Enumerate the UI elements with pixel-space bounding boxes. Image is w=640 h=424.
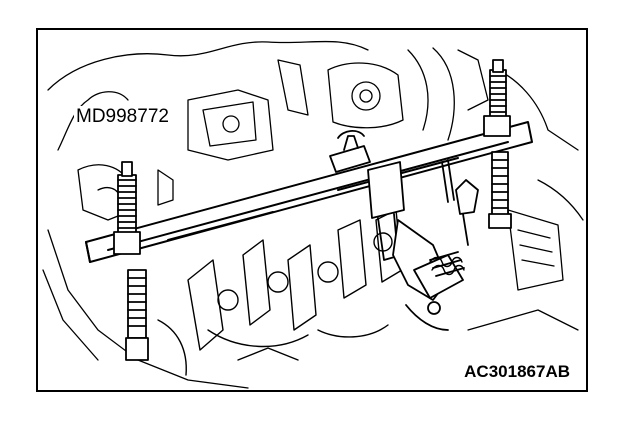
tool-part-number-label: MD998772	[74, 106, 171, 128]
compressor-jaw-assembly	[392, 159, 479, 331]
engine-valve-spring-compressor-illustration	[42, 40, 584, 389]
compressor-bar	[85, 121, 533, 263]
slider-block	[329, 130, 405, 261]
coil-spring	[429, 256, 465, 276]
left-threaded-stud	[113, 161, 149, 361]
diagram-frame: MD998772 AC301867AB	[36, 28, 588, 392]
right-threaded-stud	[483, 59, 512, 229]
valve-lifters-row	[157, 209, 403, 376]
engine-background-linework	[42, 40, 584, 389]
figure-code-label: AC301867AB	[462, 362, 572, 382]
